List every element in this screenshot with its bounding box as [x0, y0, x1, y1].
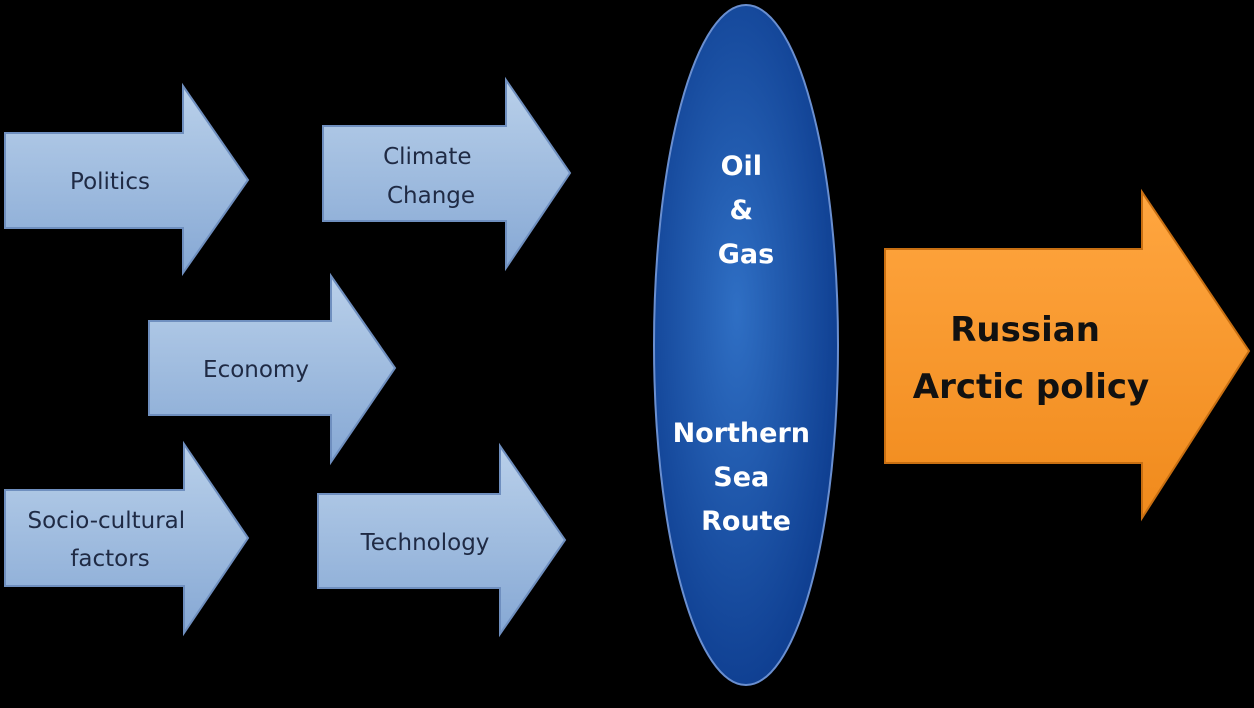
outcome-arrow-shape	[884, 188, 1251, 522]
russian-arctic-policy-arrow: Russian Arctic policy	[884, 188, 1251, 522]
hub-ellipse	[653, 4, 839, 686]
economy-arrow: Economy	[148, 272, 397, 466]
northern-sea-route-label-line2: Sea	[713, 462, 769, 493]
outcome-label-line2: Arctic policy	[913, 367, 1149, 407]
oil-gas-label-line1: Oil	[721, 151, 762, 182]
oil-gas-label-line3: Gas	[718, 239, 774, 270]
climate-change-label: Climate Change	[383, 144, 479, 209]
technology-arrow-shape	[317, 442, 567, 638]
technology-arrow: Technology	[317, 442, 567, 638]
climate-change-label-line2: Change	[387, 183, 475, 209]
politics-label: Politics	[70, 169, 150, 195]
climate-change-arrow: Climate Change	[322, 76, 572, 272]
technology-label: Technology	[360, 530, 490, 556]
economy-arrow-shape	[148, 272, 397, 466]
northern-sea-route-label-line1: Northern	[673, 418, 810, 449]
northern-sea-route-label-line3: Route	[701, 506, 791, 537]
outcome-label-line1: Russian	[950, 310, 1100, 350]
socio-cultural-label-line1: Socio-cultural	[28, 508, 186, 534]
outcome-label: Russian Arctic policy	[913, 310, 1149, 407]
oil-gas-label: Oil & Gas	[718, 151, 774, 270]
socio-cultural-arrow: Socio-cultural factors	[4, 440, 250, 637]
climate-change-label-line1: Climate	[383, 144, 472, 170]
socio-cultural-arrow-shape	[4, 440, 250, 637]
northern-sea-route-label: Northern Sea Route	[673, 418, 820, 537]
oil-gas-nsr-hub: Oil & Gas Northern Sea Route	[653, 4, 839, 686]
climate-change-arrow-shape	[322, 76, 572, 272]
politics-arrow-shape	[4, 82, 250, 277]
socio-cultural-label-line2: factors	[70, 546, 149, 572]
economy-label: Economy	[203, 357, 309, 383]
politics-arrow: Politics	[4, 82, 250, 277]
oil-gas-label-line2: &	[730, 195, 754, 226]
socio-cultural-label: Socio-cultural factors	[28, 508, 193, 572]
